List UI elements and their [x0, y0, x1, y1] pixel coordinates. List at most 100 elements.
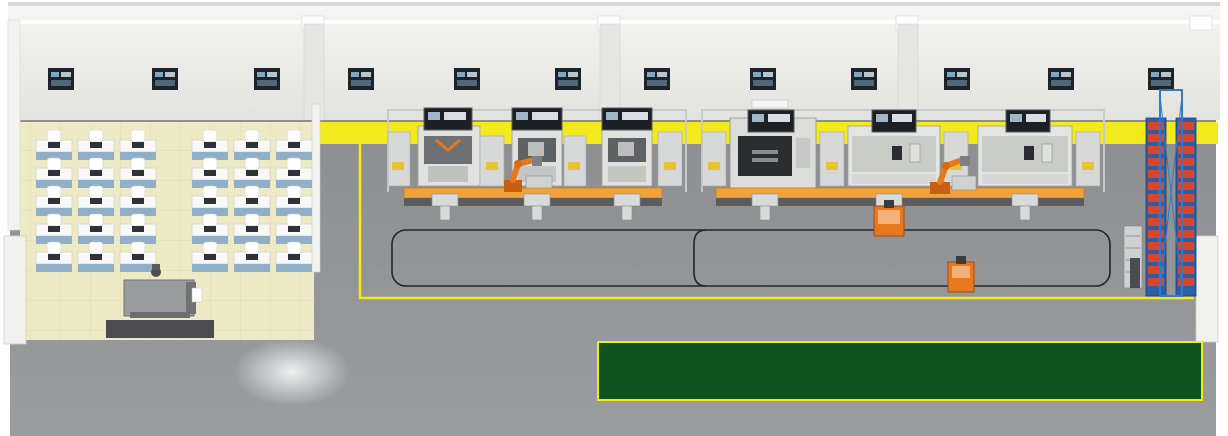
- station-lathe: [387, 107, 505, 187]
- student-desk: [77, 157, 115, 188]
- rack-bin: [1178, 218, 1194, 226]
- rack-bin: [1178, 266, 1194, 274]
- pillar-left: [3, 235, 27, 345]
- safety-floor-line: [358, 144, 1194, 300]
- rack-bin: [1178, 230, 1194, 238]
- desk-monitor: [288, 142, 300, 148]
- agv-cart: [873, 200, 905, 237]
- student-desk: [275, 129, 313, 160]
- student-desk: [191, 157, 229, 188]
- rack-bin: [1178, 182, 1194, 190]
- student-chair: [46, 129, 62, 143]
- student-chair: [244, 157, 260, 171]
- classroom-desks: [35, 129, 313, 272]
- wall-monitor: [48, 68, 74, 90]
- desk-monitor: [48, 198, 60, 204]
- teacher-desk: [106, 264, 214, 338]
- rack-bin: [1148, 158, 1164, 166]
- wall-monitor: [944, 68, 970, 90]
- student-chair: [202, 241, 218, 255]
- machining-stations: [387, 99, 1101, 189]
- student-chair: [46, 185, 62, 199]
- rack-bin: [1148, 254, 1164, 262]
- student-chair: [286, 241, 302, 255]
- rack-bin: [1148, 122, 1164, 130]
- wall-monitor: [851, 68, 877, 90]
- student-desk: [275, 241, 313, 272]
- rack-bin: [1148, 278, 1164, 286]
- rack-bin: [1178, 122, 1194, 130]
- operator-consoles: [431, 193, 1039, 221]
- student-chair: [286, 129, 302, 143]
- student-desk: [35, 129, 73, 160]
- student-chair: [244, 213, 260, 227]
- student-chair: [88, 129, 104, 143]
- floor-light-reflection: [234, 338, 350, 406]
- wall-monitor: [750, 68, 776, 90]
- robot-arm: [504, 156, 553, 192]
- desk-monitor: [132, 170, 144, 176]
- wall-monitor: [1048, 68, 1074, 90]
- station-machining-center: [701, 99, 845, 189]
- rack-bin: [1148, 146, 1164, 154]
- desk-monitor: [90, 170, 102, 176]
- desk-monitor: [90, 254, 102, 260]
- student-chair: [88, 241, 104, 255]
- student-desk: [191, 185, 229, 216]
- rack-bin: [1178, 242, 1194, 250]
- rack-bin: [1148, 170, 1164, 178]
- student-desk: [119, 129, 157, 160]
- desk-monitor: [204, 254, 216, 260]
- student-chair: [130, 157, 146, 171]
- desk-monitor: [288, 254, 300, 260]
- desk-monitor: [132, 142, 144, 148]
- student-chair: [286, 213, 302, 227]
- desk-monitor: [246, 226, 258, 232]
- desk-monitor: [246, 170, 258, 176]
- desk-monitor: [246, 254, 258, 260]
- student-desk: [233, 129, 271, 160]
- student-desk: [275, 157, 313, 188]
- station-cnc-mill-2: [601, 107, 683, 187]
- student-chair: [130, 213, 146, 227]
- student-desk: [191, 129, 229, 160]
- student-chair: [130, 241, 146, 255]
- student-chair: [286, 157, 302, 171]
- rack-bin: [1148, 134, 1164, 142]
- desk-monitor: [288, 226, 300, 232]
- desk-monitor: [90, 226, 102, 232]
- agv-cart: [947, 256, 975, 293]
- student-chair: [202, 129, 218, 143]
- wall-monitor: [152, 68, 178, 90]
- student-chair: [46, 213, 62, 227]
- automated-storage: [1123, 89, 1197, 297]
- student-desk: [191, 241, 229, 272]
- rack-bin: [1148, 218, 1164, 226]
- student-desk: [77, 241, 115, 272]
- student-desk: [275, 213, 313, 244]
- robot-arm: [930, 156, 977, 194]
- student-desk: [119, 185, 157, 216]
- wall-monitor: [644, 68, 670, 90]
- student-desk: [275, 185, 313, 216]
- rack-bin: [1148, 242, 1164, 250]
- student-chair: [202, 213, 218, 227]
- student-chair: [244, 185, 260, 199]
- wall-monitor: [348, 68, 374, 90]
- desk-monitor: [48, 142, 60, 148]
- desk-monitor: [288, 170, 300, 176]
- desk-monitor: [132, 254, 144, 260]
- rack-bins: [1148, 122, 1194, 286]
- student-chair: [88, 185, 104, 199]
- desk-monitor: [48, 226, 60, 232]
- desk-monitor: [288, 198, 300, 204]
- student-chair: [202, 185, 218, 199]
- rack-bin: [1148, 230, 1164, 238]
- student-desk: [119, 213, 157, 244]
- student-desk: [191, 213, 229, 244]
- rack-bin: [1148, 206, 1164, 214]
- desk-monitor: [48, 254, 60, 260]
- student-desk: [233, 241, 271, 272]
